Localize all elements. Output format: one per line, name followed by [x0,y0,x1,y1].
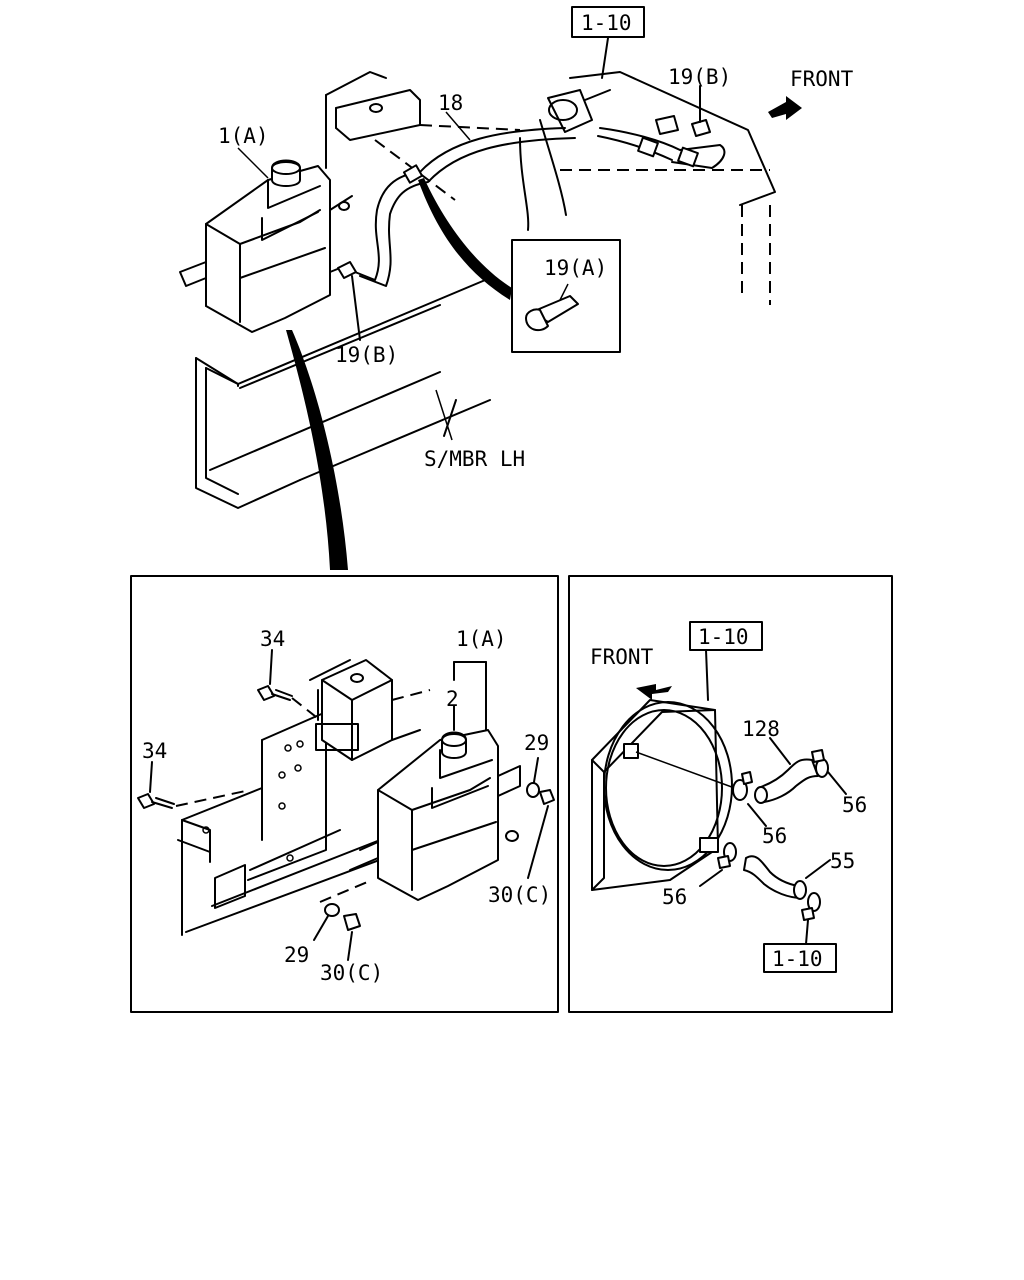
clip-top-shape [691,119,711,137]
inset-leader [418,178,512,300]
frame-label: S/MBR LH [424,447,525,471]
ref-box-top [571,6,645,38]
front-label-top: FRONT [790,67,854,91]
clamp-lower-left-icon [699,842,737,887]
nut-bottom-icon [343,913,361,961]
ref-box-detail-bottom [763,943,837,973]
callout-clamp-left: 56 [662,885,687,909]
callout-washer-bottom: 29 [284,943,309,967]
clip-left-shape [337,261,357,279]
clamp-lower-right-icon [801,892,821,945]
reservoir-tank-detail [349,729,521,901]
lower-hose-55 [743,855,831,900]
ref-box-top-label: 1-10 [581,11,632,35]
upper-hose-128 [754,737,819,804]
washer-right-icon [526,757,540,798]
inset-callout: 19(A) [544,256,607,280]
callout-clamp-right: 56 [842,793,867,817]
reservoir-tank-top [179,159,353,333]
callout-cap: 2 [446,687,459,711]
clamp-upper-right-icon [811,749,847,795]
mounting-bracket [177,711,386,936]
radiator-shroud [591,649,733,891]
ref-box-detail-top-label: 1-10 [698,625,749,649]
front-arrow-detail-icon [636,684,672,700]
callout-nut-right: 30(C) [488,883,551,907]
bolt-upper-icon [257,649,293,701]
ref-box-detail-top [689,621,763,651]
callout-bolt-upper: 34 [260,627,285,651]
callout-washer-right: 29 [524,731,549,755]
detail-right-panel: FRONT 1-10 1-10 128 56 56 56 55 [568,575,893,1013]
front-arrow-icon [768,96,802,120]
callout-tank-detail: 1(A) [456,627,507,651]
inset-19a: 19(A) [511,239,621,353]
bolt-lower-icon [137,761,175,809]
callout-hose-55: 55 [830,849,855,873]
radiator-mount [309,659,431,761]
side-member-frame [195,277,491,509]
top-view: 1-10 1(A) 18 19(B) 19(B) S/MBR LH FRONT … [179,6,854,570]
callout-clip-left: 19(B) [335,343,398,367]
washer-bottom-icon [313,903,340,941]
nut-right-icon [527,789,555,879]
callout-hose-18: 18 [438,91,463,115]
ref-box-detail-bottom-label: 1-10 [772,947,823,971]
callout-clamp-mid: 56 [762,824,787,848]
detail-left-panel: 34 34 1(A) 2 29 30(C) 29 30(C) [130,575,559,1013]
overflow-hose [349,127,726,287]
radiator-outline [325,37,776,305]
callout-bolt-lower: 34 [142,739,167,763]
callout-tank-top: 1(A) [218,124,269,148]
clamp-upper-left-icon [732,771,767,827]
callout-nut-bottom: 30(C) [320,961,383,985]
front-label-detail: FRONT [590,645,654,669]
callout-clip-top: 19(B) [668,65,731,89]
detail-leader [286,330,348,570]
callout-hose-128: 128 [742,717,780,741]
